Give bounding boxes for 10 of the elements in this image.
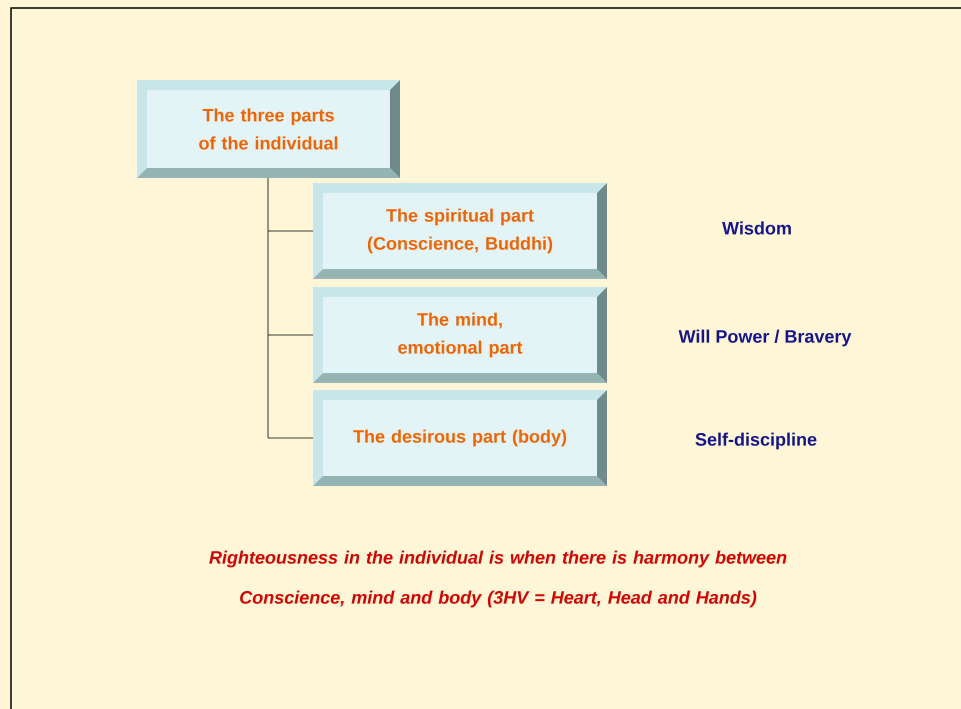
connector-line [268, 230, 314, 232]
bevel-box: The mind, emotional part [313, 287, 607, 383]
connector-line [268, 334, 314, 336]
bevel-box: The spiritual part (Conscience, Buddhi) [313, 183, 607, 279]
side-label: Self-discipline [696, 432, 816, 450]
side-label: Will Power / Bravery [678, 330, 852, 346]
side-label: Wisdom [722, 221, 791, 235]
bevel-box: The three parts of the individual [137, 80, 400, 178]
bevel-box: The desirous part (body) [313, 390, 607, 486]
statement-text: Righteousness in the individual is when there is harmony between Conscience, mind and body (3HV = Heart, Head and Hands) [209, 550, 786, 608]
